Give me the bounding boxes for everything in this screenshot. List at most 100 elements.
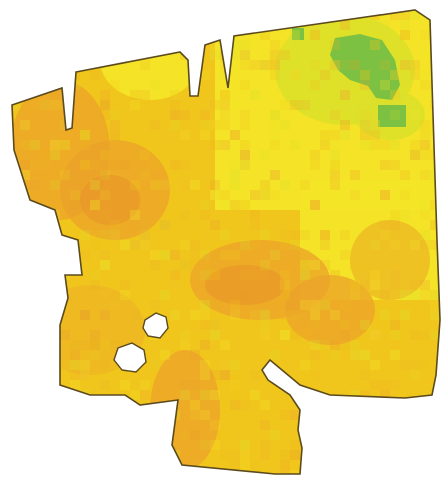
grain-cell	[12, 80, 20, 90]
grain-cell	[290, 230, 300, 240]
grain-cell	[200, 250, 210, 260]
grain-cell	[230, 380, 240, 390]
grain-cell	[430, 10, 440, 20]
zone-orange	[285, 275, 375, 345]
grain-cell	[80, 130, 90, 140]
grain-cell	[330, 130, 340, 140]
grain-cell	[100, 450, 110, 460]
grain-cell	[200, 300, 210, 310]
grain-cell	[240, 200, 250, 210]
grain-cell	[150, 180, 160, 190]
grain-cell	[0, 240, 10, 250]
grain-cell	[120, 280, 130, 290]
grain-cell	[100, 100, 110, 110]
grain-cell	[300, 230, 310, 240]
grain-cell	[430, 0, 440, 10]
grain-cell	[310, 80, 320, 90]
grain-cell	[290, 0, 300, 10]
grain-cell	[60, 0, 70, 10]
grain-cell	[120, 50, 130, 60]
grain-cell	[230, 270, 240, 280]
grain-cell	[340, 120, 350, 130]
grain-cell	[140, 380, 150, 390]
grain-cell	[270, 40, 280, 50]
grain-cell	[200, 130, 210, 140]
zone-golden	[350, 220, 430, 300]
grain-cell	[180, 50, 190, 60]
grain-cell	[150, 300, 160, 310]
grain-cell	[430, 330, 440, 340]
grain-cell	[290, 450, 300, 460]
grain-cell	[20, 360, 30, 370]
grain-cell	[12, 20, 20, 30]
grain-cell	[420, 70, 430, 80]
grain-cell	[40, 230, 50, 240]
grain-cell	[270, 40, 280, 50]
grain-cell	[120, 160, 130, 170]
grain-cell	[130, 240, 140, 250]
grain-cell	[290, 440, 300, 450]
grain-cell	[150, 30, 160, 40]
grain-cell	[360, 470, 370, 474]
grain-cell	[410, 290, 420, 300]
grain-cell	[200, 320, 210, 330]
grain-cell	[280, 240, 290, 250]
grain-cell	[380, 80, 390, 90]
grain-cell	[410, 150, 420, 160]
grain-cell	[410, 10, 420, 20]
grain-cell	[180, 160, 190, 170]
grain-cell	[40, 360, 50, 370]
grain-cell	[240, 270, 250, 280]
grain-cell	[410, 0, 420, 10]
grain-cell	[310, 370, 320, 380]
grain-cell	[140, 380, 150, 390]
grain-cell	[90, 70, 100, 80]
grain-cell	[80, 310, 90, 320]
grain-cell	[130, 100, 140, 110]
grain-cell	[420, 380, 430, 390]
grain-cell	[40, 250, 50, 260]
grain-cell	[300, 390, 310, 400]
grain-cell	[140, 10, 150, 20]
zone-high-yield-green	[292, 28, 304, 40]
grain-cell	[300, 360, 310, 370]
grain-cell	[90, 160, 100, 170]
grain-cell	[220, 250, 230, 260]
grain-cell	[290, 410, 300, 420]
grain-cell	[400, 30, 410, 40]
grain-cell	[110, 460, 120, 470]
grain-cell	[290, 30, 300, 40]
grain-cell	[270, 430, 280, 440]
grain-cell	[210, 140, 220, 150]
grain-cell	[320, 440, 330, 450]
grain-cell	[160, 10, 170, 20]
grain-cell	[12, 320, 20, 330]
grain-cell	[410, 420, 420, 430]
grain-cell	[350, 350, 360, 360]
grain-cell	[300, 380, 310, 390]
grain-cell	[400, 290, 410, 300]
grain-cell	[100, 290, 110, 300]
grain-cell	[200, 210, 210, 220]
grain-cell	[20, 20, 30, 30]
grain-cell	[90, 270, 100, 280]
grain-cell	[360, 350, 370, 360]
grain-cell	[310, 300, 320, 310]
grain-cell	[310, 60, 320, 70]
grain-cell	[330, 150, 340, 160]
grain-cell	[230, 40, 240, 50]
grain-cell	[30, 360, 40, 370]
grain-cell	[230, 470, 240, 474]
grain-cell	[0, 80, 10, 90]
grain-cell	[180, 30, 190, 40]
grain-cell	[200, 410, 210, 420]
grain-cell	[60, 400, 70, 410]
grain-cell	[400, 310, 410, 320]
grain-cell	[100, 160, 110, 170]
grain-cell	[230, 170, 240, 180]
grain-cell	[230, 460, 240, 470]
zone-high-yield-green	[378, 105, 406, 127]
grain-cell	[90, 340, 100, 350]
grain-cell	[350, 130, 360, 140]
grain-cell	[350, 460, 360, 470]
